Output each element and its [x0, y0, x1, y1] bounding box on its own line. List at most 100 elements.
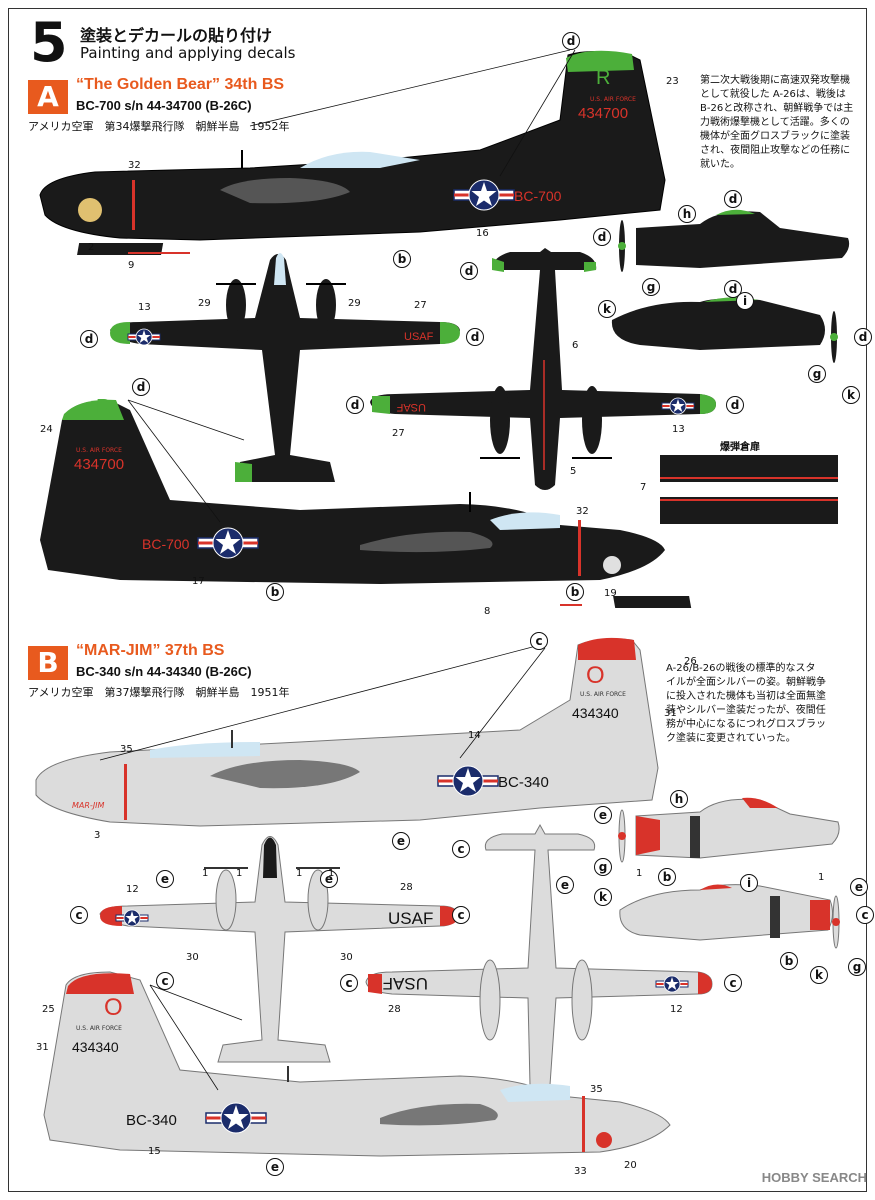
- scheme-a-buzz-number-2: BC-700: [142, 536, 190, 552]
- scheme-b-tail-letter-2: O: [104, 994, 123, 1021]
- bomb-bay-doors: [660, 455, 838, 524]
- part-number-12: 12: [126, 884, 139, 895]
- page-frame: [8, 8, 867, 1192]
- part-number-19: 19: [604, 588, 617, 599]
- callout-c: c: [340, 974, 358, 992]
- part-number-13: 13: [138, 302, 151, 313]
- scheme-a-code: BC-700 s/n 44-34700 (B-26C): [76, 98, 252, 113]
- part-number-1: 1: [328, 868, 335, 879]
- scheme-a-side-view-left: R U.S. AIR FORCE 434700 BC-700: [39, 50, 666, 241]
- part-number-30: 30: [340, 952, 353, 963]
- callout-e: e: [850, 878, 868, 896]
- scheme-b-buzz-number: BC-340: [498, 774, 549, 791]
- callout-e: e: [266, 1158, 284, 1176]
- part-number-25: 25: [42, 1004, 55, 1015]
- callout-h: h: [670, 790, 688, 808]
- callout-c: c: [70, 906, 88, 924]
- callout-g: g: [848, 958, 866, 976]
- scheme-a-top-view: USAF: [110, 253, 460, 482]
- part-number-1: 1: [296, 868, 303, 879]
- scheme-b-tail-text-2: U.S. AIR FORCE: [76, 1025, 122, 1032]
- callout-d: d: [724, 280, 742, 298]
- callout-k: k: [810, 966, 828, 984]
- part-number-12: 12: [670, 1004, 683, 1015]
- scheme-b-wing-text: USAF: [388, 909, 433, 928]
- callout-d: d: [562, 32, 580, 50]
- callout-c: c: [724, 974, 742, 992]
- part-number-23: 23: [666, 76, 679, 87]
- part-number-1: 1: [818, 872, 825, 883]
- scheme-b-side-view-left: O U.S. AIR FORCE 434340 BC-340 MAR-JIM: [35, 637, 659, 827]
- callout-d: d: [724, 190, 742, 208]
- callout-e: e: [556, 876, 574, 894]
- callout-c: c: [856, 906, 874, 924]
- callout-c: c: [156, 972, 174, 990]
- part-number-14: 14: [468, 730, 481, 741]
- part-number-1: 1: [236, 868, 243, 879]
- scheme-a-serial-2: 434700: [74, 456, 124, 473]
- callout-g: g: [642, 278, 660, 296]
- part-number-2: 2: [88, 242, 95, 253]
- part-number-33: 33: [574, 1166, 587, 1177]
- callout-g: g: [808, 365, 826, 383]
- watermark: HOBBY SEARCH: [761, 1170, 867, 1185]
- scheme-a-buzz-number: BC-700: [514, 188, 562, 204]
- step-title-jp: 塗装とデカールの貼り付け: [80, 26, 273, 45]
- callout-h: h: [678, 205, 696, 223]
- callout-k: k: [842, 386, 860, 404]
- scheme-b-nose-art: MAR-JIM: [72, 801, 105, 810]
- scheme-a-side-view-right: R U.S. AIR FORCE 434700 BC-700: [40, 396, 665, 584]
- scheme-b-title: “MAR-JIM” 37th BS: [76, 642, 225, 659]
- scheme-b-side-view-right: O U.S. AIR FORCE 434340 BC-340: [43, 971, 671, 1157]
- part-number-20: 20: [624, 1160, 637, 1171]
- scheme-a-serial: 434700: [578, 105, 628, 122]
- part-number-35: 35: [120, 744, 133, 755]
- callout-e: e: [320, 870, 338, 888]
- scheme-b-serial: 434340: [572, 705, 619, 721]
- part-number-28: 28: [400, 882, 413, 893]
- part-number-29: 29: [198, 298, 211, 309]
- bomb-bay-label: 爆弾倉扉: [720, 442, 760, 453]
- callout-c: c: [452, 840, 470, 858]
- scheme-b-tail-text: U.S. AIR FORCE: [580, 691, 626, 698]
- step-number: 5: [30, 11, 68, 74]
- part-number-1: 1: [636, 868, 643, 879]
- scheme-a-nacelle-detail: [611, 209, 850, 363]
- callout-d: d: [80, 330, 98, 348]
- part-number-26: 26: [684, 656, 697, 667]
- callout-c: c: [530, 632, 548, 650]
- scheme-b-code: BC-340 s/n 44-34340 (B-26C): [76, 664, 252, 679]
- part-number-7: 7: [640, 482, 647, 493]
- callout-i: i: [740, 874, 758, 892]
- part-number-15: 15: [148, 1146, 161, 1157]
- scheme-a-badge: A: [28, 80, 68, 114]
- scheme-b-nacelle-detail: [618, 797, 840, 949]
- part-number-1: 1: [202, 868, 209, 879]
- scheme-a-wing-text: USAF: [404, 331, 434, 343]
- callout-b: b: [393, 250, 411, 268]
- scheme-b-serial-2: 434340: [72, 1039, 119, 1055]
- callout-d: d: [346, 396, 364, 414]
- scheme-a-tail-letter-2: R: [96, 396, 110, 418]
- part-number-30: 30: [186, 952, 199, 963]
- scheme-b-badge: B: [28, 646, 68, 680]
- callout-d: d: [132, 378, 150, 396]
- part-number-3: 3: [94, 830, 101, 841]
- part-number-9: 9: [128, 260, 135, 271]
- scheme-b-underwing-text: USAF: [383, 974, 428, 993]
- scheme-a-tail-letter: R: [596, 67, 610, 89]
- callout-d: d: [726, 396, 744, 414]
- part-number-8: 8: [484, 606, 491, 617]
- callout-b: b: [566, 583, 584, 601]
- part-number-17: 17: [192, 576, 205, 587]
- scheme-b-unit: アメリカ空軍 第37爆撃飛行隊 朝鮮半島 1951年: [28, 686, 290, 699]
- callout-b: b: [266, 583, 284, 601]
- scheme-a-underwing-text: USAF: [396, 401, 426, 413]
- part-number-16: 16: [476, 228, 489, 239]
- scheme-a-title: “The Golden Bear” 34th BS: [76, 76, 285, 93]
- callout-e: e: [156, 870, 174, 888]
- scheme-b-bottom-view: USAF: [365, 823, 713, 1091]
- callout-b: b: [658, 868, 676, 886]
- callout-c: c: [452, 906, 470, 924]
